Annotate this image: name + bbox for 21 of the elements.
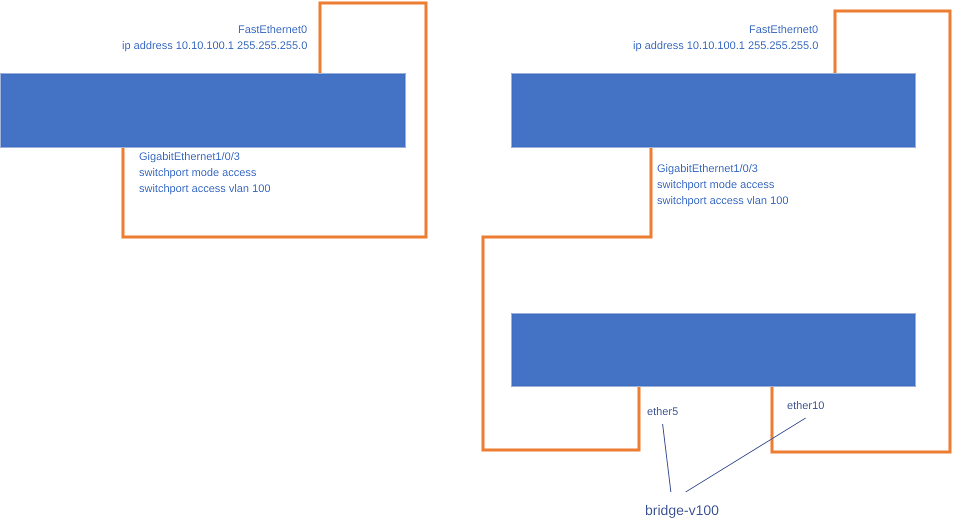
port-label: ether5 bbox=[647, 406, 678, 418]
device-box bbox=[511, 73, 916, 148]
interface-label: FastEthernet0 bbox=[749, 24, 818, 37]
interface-label: GigabitEthernet1/0/3 bbox=[657, 163, 758, 176]
interface-label: FastEthernet0 bbox=[238, 24, 308, 37]
port-label: ether10 bbox=[787, 400, 824, 412]
config-line: ip address 10.10.100.1 255.255.255.0 bbox=[633, 40, 818, 53]
device-box bbox=[0, 73, 406, 148]
config-line: switchport mode access bbox=[657, 179, 774, 192]
interface-label: GigabitEthernet1/0/3 bbox=[139, 151, 240, 164]
config-line: switchport access vlan 100 bbox=[657, 195, 788, 208]
cable-line bbox=[482, 148, 652, 452]
leader-line bbox=[662, 424, 672, 492]
cable-line bbox=[770, 10, 952, 454]
cable-line bbox=[122, 2, 428, 238]
config-line: switchport access vlan 100 bbox=[139, 183, 270, 196]
leader-line bbox=[685, 418, 806, 492]
config-line: ip address 10.10.100.1 255.255.255.0 bbox=[122, 40, 308, 53]
device-box bbox=[511, 313, 916, 387]
bridge-label: bridge-v100 bbox=[645, 502, 719, 518]
config-line: switchport mode access bbox=[139, 167, 256, 180]
